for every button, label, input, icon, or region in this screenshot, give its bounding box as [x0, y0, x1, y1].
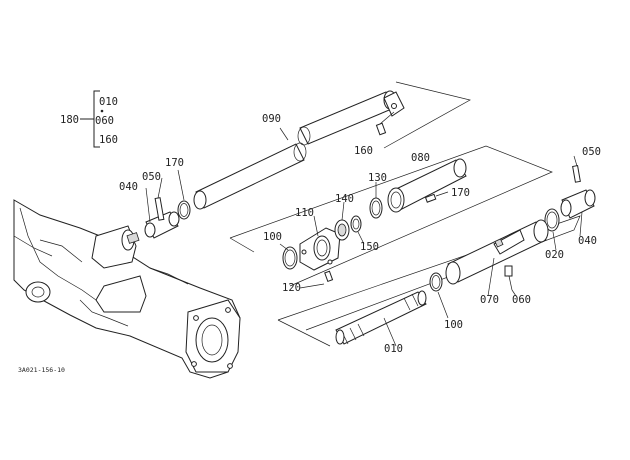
pipe-070	[445, 219, 549, 285]
callout-assy-160: 160	[99, 134, 118, 146]
callout-180: 180	[60, 114, 79, 126]
bolt-060	[504, 265, 513, 291]
callout-050-right: 050	[582, 146, 601, 158]
o-ring-100-left	[282, 246, 298, 270]
front-axle-housing	[13, 199, 241, 379]
callout-010: 010	[384, 343, 403, 355]
callout-040-left: 040	[119, 181, 138, 193]
coupling-040-left	[144, 211, 180, 239]
leader-lines	[145, 127, 583, 347]
coupling-040-right	[560, 189, 596, 219]
callout-assy-010: 010	[99, 96, 118, 108]
assembly-dot	[100, 109, 104, 113]
ring-150	[350, 215, 362, 233]
callout-060: 060	[512, 294, 531, 306]
o-ring-020	[544, 208, 560, 232]
callout-170-top: 170	[165, 157, 184, 169]
callout-050-left: 050	[142, 171, 161, 183]
o-ring-100-bottom	[429, 272, 443, 292]
callout-150: 150	[360, 241, 379, 253]
callout-070: 070	[480, 294, 499, 306]
callout-110: 110	[295, 207, 314, 219]
bracket-110	[299, 227, 341, 271]
o-ring-170-top	[177, 200, 191, 220]
pipe-080	[387, 158, 467, 213]
callout-assy-060: 060	[95, 115, 114, 127]
pin-050-right	[572, 165, 581, 183]
bolt-160	[375, 111, 395, 136]
bearing-140	[334, 219, 350, 241]
figure-code: 3A021-156-10	[18, 366, 65, 374]
callout-090: 090	[262, 113, 281, 125]
callout-160: 160	[354, 145, 373, 157]
shaft-010	[335, 290, 427, 345]
callout-020: 020	[545, 249, 564, 261]
callout-100-bottom: 100	[444, 319, 463, 331]
pin-050-left	[154, 197, 165, 221]
bolt-170-mid	[424, 191, 449, 203]
callout-040-right: 040	[578, 235, 597, 247]
callout-170-mid: 170	[451, 187, 470, 199]
bolt-120	[299, 270, 334, 289]
callout-080: 080	[411, 152, 430, 164]
callout-130: 130	[368, 172, 387, 184]
callout-100-left: 100	[263, 231, 282, 243]
callout-140: 140	[335, 193, 354, 205]
pipe-090	[193, 90, 405, 210]
o-ring-130	[369, 197, 383, 219]
callout-120: 120	[282, 282, 301, 294]
assembly-bracket-180: 180 010 060 160	[60, 90, 118, 148]
